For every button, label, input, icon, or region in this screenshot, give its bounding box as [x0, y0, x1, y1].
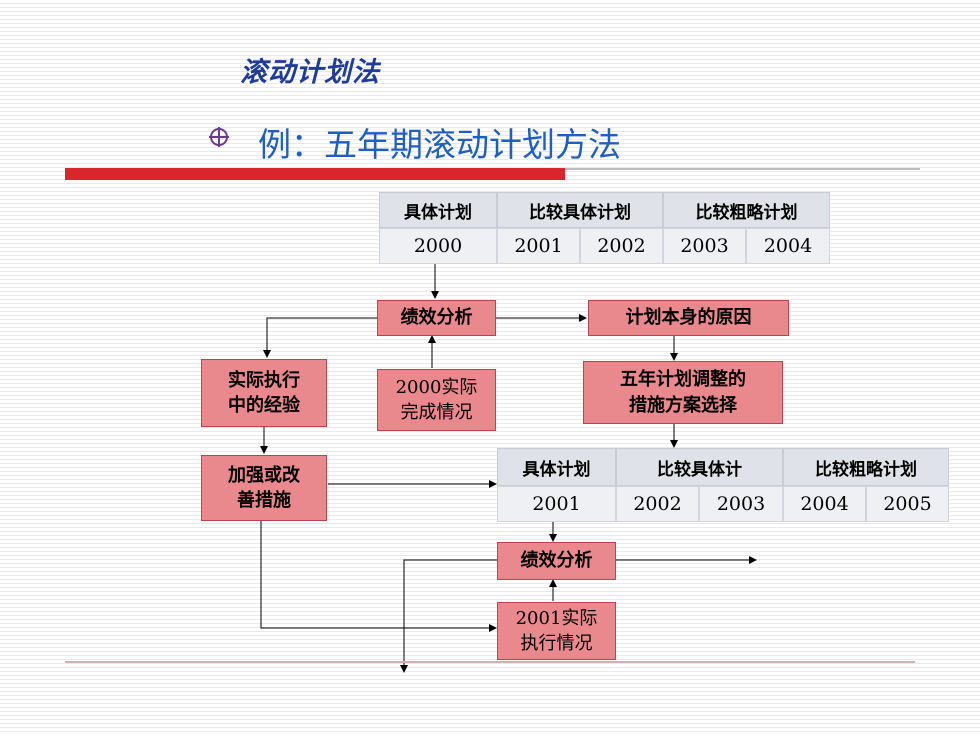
table1-year-cell: 2000 [379, 228, 497, 264]
plan-reasons-box: 计划本身的原因 [588, 300, 789, 336]
page-title: 滚动计划法 [240, 57, 380, 88]
table2-year-cell: 2004 [783, 486, 866, 522]
table2-header-detailed: 具体计划 [497, 448, 616, 486]
table1-year-cell: 2003 [663, 228, 746, 264]
actual-experience-box: 实际执行 中的经验 [201, 359, 327, 427]
actual-2000-box: 2000实际 完成情况 [377, 369, 496, 431]
table2-header-fairly-detailed: 比较具体计 [616, 448, 783, 486]
table2-year-cell: 2005 [866, 486, 949, 522]
box-label: 实际执行 中的经验 [228, 369, 300, 416]
circle-cross-icon [209, 127, 229, 147]
box-label: 2001实际 执行情况 [515, 607, 598, 654]
strengthen-box: 加强或改 善措施 [201, 455, 327, 521]
box-label: 五年计划调整的 措施方案选择 [620, 369, 746, 416]
table2-year-cell: 2003 [699, 486, 783, 522]
table1-year-cell: 2002 [580, 228, 663, 264]
title-underline-red [65, 168, 565, 180]
table1-header-rough: 比较粗略计划 [663, 192, 830, 228]
footer-divider [65, 661, 915, 663]
box-label: 绩效分析 [520, 550, 593, 572]
table1-header-detailed: 具体计划 [379, 192, 497, 228]
box-label: 2000实际 完成情况 [395, 376, 478, 423]
box-label: 绩效分析 [400, 307, 473, 329]
table1-year-cell: 2001 [497, 228, 580, 264]
table2-year-cell: 2002 [616, 486, 699, 522]
table1-year-cell: 2004 [746, 228, 830, 264]
performance-analysis-box-2: 绩效分析 [497, 542, 616, 580]
subtitle: 例：五年期滚动计划方法 [258, 125, 621, 164]
table2-year-cell: 2001 [497, 486, 616, 522]
title-underline-gray [565, 168, 920, 170]
box-label: 计划本身的原因 [625, 307, 752, 329]
performance-analysis-box-1: 绩效分析 [377, 300, 496, 336]
table2-header-rough: 比较粗略计划 [783, 448, 949, 486]
table1-header-fairly-detailed: 比较具体计划 [497, 192, 663, 228]
actual-2001-box: 2001实际 执行情况 [497, 602, 616, 660]
box-label: 加强或改 善措施 [228, 464, 300, 511]
adjust-options-box: 五年计划调整的 措施方案选择 [583, 361, 783, 424]
